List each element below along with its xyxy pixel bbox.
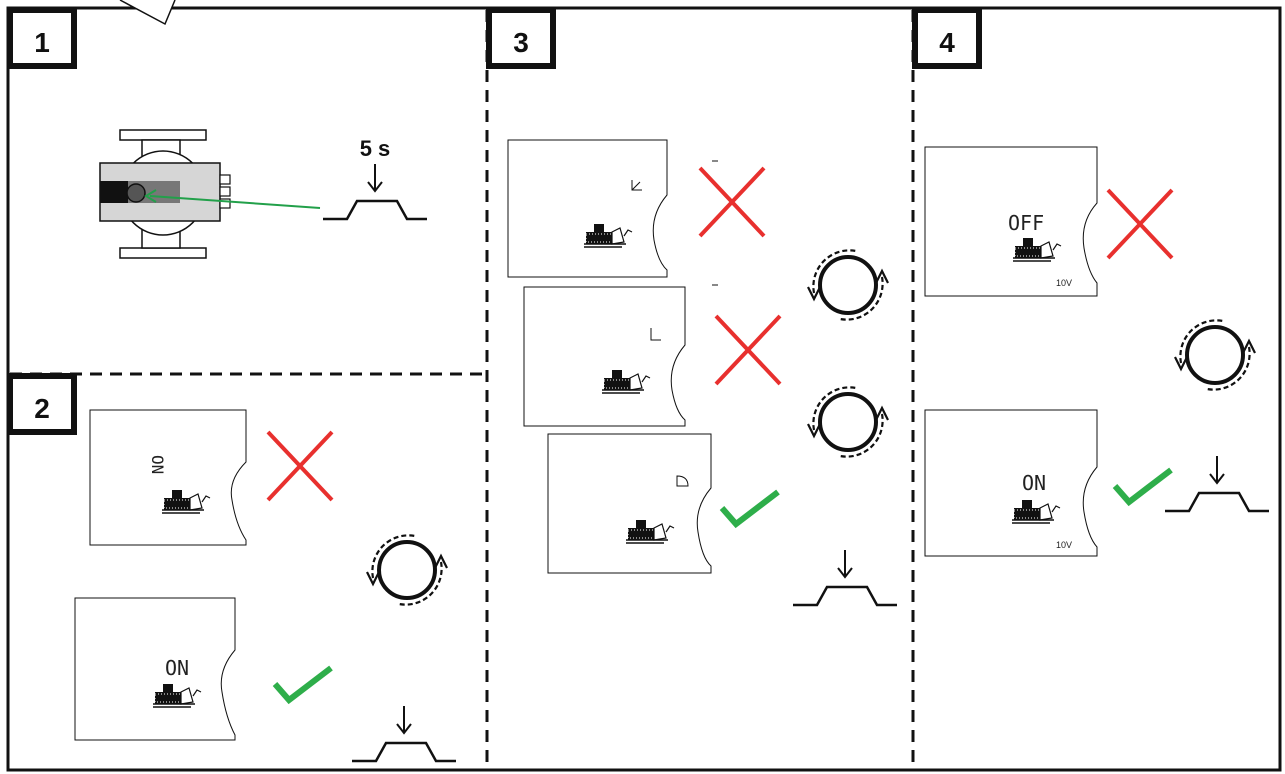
press-button-icon xyxy=(791,548,899,607)
display-text: ON xyxy=(165,656,189,680)
step-box-3: 3 xyxy=(486,7,556,69)
check-icon xyxy=(1115,470,1171,502)
press-duration-label: 5 s xyxy=(360,136,391,161)
check-icon xyxy=(722,492,778,524)
cross-icon xyxy=(1106,188,1174,260)
rotary-knob-icon xyxy=(806,385,890,459)
step-box-4: 4 xyxy=(912,7,982,69)
step-number: 1 xyxy=(34,27,50,58)
display-panel: ON xyxy=(74,597,236,741)
rotary-knob-icon xyxy=(806,248,890,322)
rotary-knob-icon xyxy=(1173,318,1257,392)
display-panel: ON 10V xyxy=(924,409,1098,557)
display-text: ON xyxy=(1022,471,1046,495)
display-panel xyxy=(547,433,712,574)
press-button-icon xyxy=(321,162,429,221)
display-panel xyxy=(507,139,718,278)
display-text: OFF xyxy=(1008,211,1044,235)
display-text: ON xyxy=(148,455,167,474)
display-panel: ON xyxy=(89,409,247,546)
display-panel: OFF 10V xyxy=(924,146,1098,297)
step-number: 2 xyxy=(34,393,50,424)
press-button-icon xyxy=(1163,454,1271,513)
step-number: 4 xyxy=(939,27,955,58)
voltage-label: 10V xyxy=(1056,540,1072,550)
step-box-1: 1 xyxy=(7,7,77,69)
press-button-icon xyxy=(350,704,458,763)
pointer-tail xyxy=(119,0,176,26)
green-arrow xyxy=(144,189,321,209)
cross-icon xyxy=(698,166,766,238)
check-icon xyxy=(275,668,331,700)
voltage-label: 10V xyxy=(1056,278,1072,288)
cross-icon xyxy=(266,430,334,502)
cross-icon xyxy=(714,314,782,386)
step-number: 3 xyxy=(513,27,529,58)
rotary-knob-icon xyxy=(365,533,449,607)
display-panel xyxy=(523,284,718,427)
step-box-2: 2 xyxy=(7,373,77,435)
pump-icon xyxy=(99,129,231,259)
